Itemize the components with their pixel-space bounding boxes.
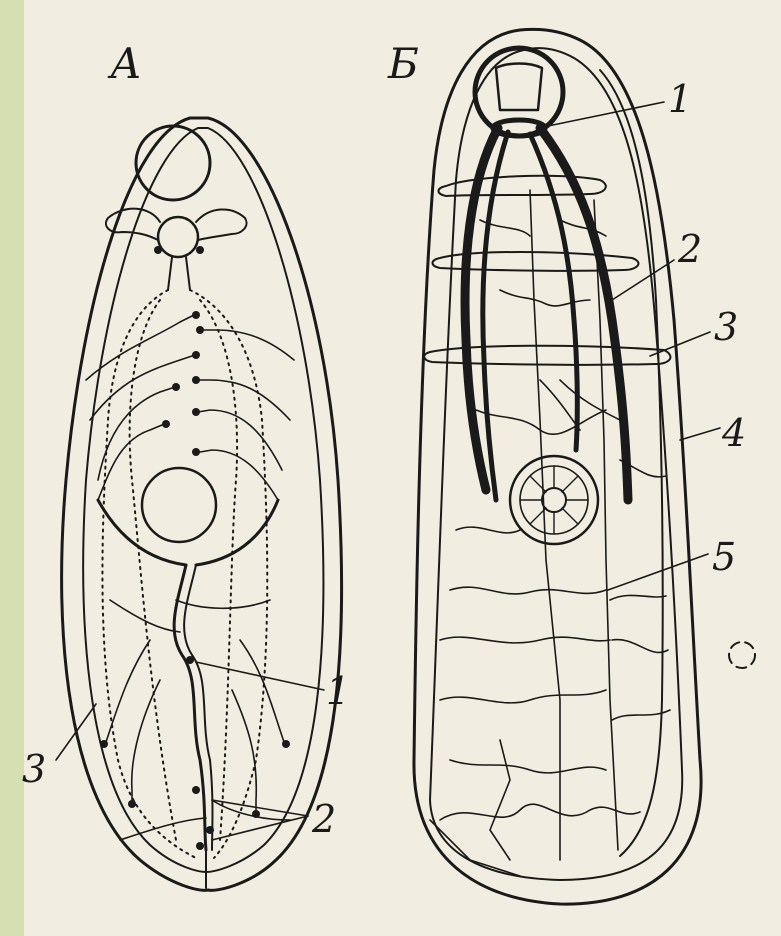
panel-b-label-3: 3 (714, 305, 738, 349)
panel-a-commissure (106, 209, 247, 240)
panel-a-gut-left (102, 290, 196, 858)
panel-b-label-5: 5 (712, 535, 736, 579)
panel-b-label-1: 1 (668, 77, 692, 121)
panel-b-ventral-sucker-rays (520, 466, 588, 534)
panel-a-title: А (107, 39, 142, 88)
panel-b-drawing (414, 29, 755, 904)
panel-b-commissure-3 (424, 346, 670, 365)
panel-b-leader-4 (680, 428, 720, 440)
panel-a-leader-1 (196, 662, 324, 690)
panel-a-terminal-dots (100, 246, 290, 850)
panel-a-label-3: 3 (22, 747, 46, 791)
panel-a-ventral-sucker (142, 468, 216, 542)
panel-b-mouth (496, 64, 542, 111)
panel-b-nerve-trunk-left-b (483, 132, 508, 500)
panel-b-leader-5 (608, 554, 708, 590)
panel-a-esophagus (168, 257, 190, 290)
panel-b-leader-1 (548, 102, 664, 126)
panel-b-small-ring (729, 642, 755, 668)
panel-a-gut-inner-left (130, 300, 176, 840)
panel-b-leader-3 (650, 332, 710, 356)
panel-a-drawing (56, 118, 342, 890)
panel-a-excretory-canal (174, 565, 206, 850)
panel-a-leader-3 (56, 704, 96, 760)
panel-b-title: Б (387, 39, 419, 88)
panel-a-label-2: 2 (311, 797, 336, 841)
panel-b-inner-outline (430, 48, 682, 880)
panel-b-oral-sucker (475, 48, 563, 136)
panel-a-oral-sucker (136, 126, 210, 200)
panel-a-flame-cells (86, 316, 294, 840)
panel-b-label-2: 2 (677, 227, 702, 271)
panel-a-pharynx (158, 217, 198, 257)
panel-a-label-1: 1 (326, 669, 350, 713)
panel-b-body-wall (600, 70, 663, 856)
panel-b-label-4: 4 (721, 411, 746, 455)
panel-b-leader-2 (612, 260, 674, 300)
panel-b-nerve-trunk-right (540, 128, 628, 500)
